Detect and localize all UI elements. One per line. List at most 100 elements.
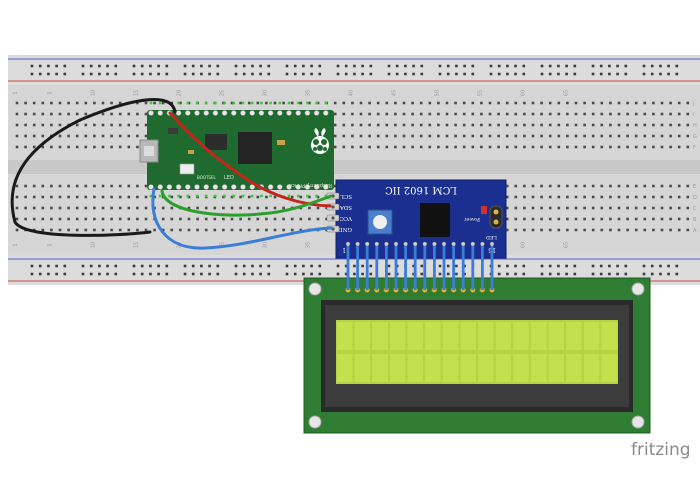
- breadboard-hole: [600, 134, 604, 138]
- breadboard-hole: [265, 228, 268, 232]
- rail-hole: [650, 264, 654, 268]
- breadboard-hole: [505, 123, 509, 127]
- breadboard-hole: [566, 123, 569, 127]
- rail-hole: [675, 272, 679, 276]
- rail-hole: [624, 72, 628, 76]
- rail-hole: [608, 64, 611, 68]
- breadboard-hole: [411, 123, 414, 127]
- breadboard-hole: [583, 195, 586, 199]
- rail-hole: [208, 272, 211, 276]
- breadboard-hole: [583, 101, 586, 105]
- rail-hole: [667, 64, 670, 68]
- breadboard-hole: [32, 101, 36, 105]
- rail-hole: [387, 264, 391, 268]
- rail-hole: [336, 72, 340, 76]
- breadboard-hole: [342, 134, 346, 138]
- breadboard-hole: [523, 195, 526, 199]
- breadboard-hole: [24, 145, 27, 149]
- breadboard-hole: [600, 217, 604, 221]
- rail-hole: [47, 72, 50, 76]
- lcd-char-cell: [407, 354, 423, 382]
- breadboard-hole: [359, 134, 363, 138]
- breadboard-hole: [454, 145, 457, 149]
- rail-hole: [157, 272, 160, 276]
- connected-hole: [250, 101, 254, 105]
- breadboard-hole: [153, 101, 156, 105]
- breadboard-hole: [557, 134, 561, 138]
- breadboard-hole: [239, 206, 242, 210]
- breadboard-hole: [15, 184, 19, 188]
- breadboard-hole: [686, 195, 690, 199]
- connected-hole: [158, 101, 162, 105]
- rail-hole: [149, 64, 152, 68]
- wire-red[interactable]: [168, 111, 332, 208]
- breadboard-hole: [677, 228, 681, 232]
- rail-hole: [30, 264, 34, 268]
- breadboard-hole: [161, 228, 165, 232]
- breadboard-hole: [548, 195, 552, 199]
- wire-blue[interactable]: [151, 187, 333, 250]
- rail-hole: [557, 64, 560, 68]
- column-number: 1: [13, 91, 19, 94]
- rail-hole: [114, 272, 118, 276]
- breadboard-hole: [557, 145, 561, 149]
- breadboard-hole: [660, 217, 664, 221]
- connected-hole: [204, 101, 208, 105]
- breadboard-hole: [583, 184, 586, 188]
- breadboard-hole: [93, 145, 96, 149]
- breadboard-hole: [505, 217, 509, 221]
- column-number: 10: [90, 242, 96, 248]
- breadboard-hole: [84, 145, 88, 149]
- rail-hole: [89, 264, 93, 268]
- breadboard-hole: [118, 123, 122, 127]
- column-number: 5: [47, 91, 53, 94]
- breadboard-hole: [153, 206, 156, 210]
- rail-hole: [438, 72, 442, 76]
- rail-hole: [514, 72, 517, 76]
- breadboard-hole: [282, 228, 285, 232]
- breadboard-hole: [574, 217, 578, 221]
- breadboard-hole: [359, 112, 363, 116]
- wire-green[interactable]: [160, 189, 333, 217]
- breadboard-hole: [58, 206, 62, 210]
- breadboard-hole: [428, 112, 432, 116]
- rail-hole: [149, 272, 152, 276]
- breadboard-hole: [643, 184, 647, 188]
- pico-pin-bottom: [313, 184, 320, 190]
- lcd-header-pin-top: [422, 241, 427, 247]
- breadboard-hole: [75, 184, 79, 188]
- breadboard-hole: [514, 217, 518, 221]
- breadboard-hole: [342, 101, 346, 105]
- breadboard-hole: [110, 145, 113, 149]
- rail-hole: [540, 272, 544, 276]
- breadboard-hole: [41, 145, 45, 149]
- rail-hole: [285, 272, 289, 276]
- breadboard-hole: [256, 195, 260, 199]
- rail-hole: [565, 272, 568, 276]
- breadboard-hole: [686, 206, 690, 210]
- lcd-header-pin-top: [441, 241, 447, 247]
- lcd-header-pin: [442, 242, 446, 290]
- row-letter: J: [692, 101, 694, 107]
- lcd-header-pin: [375, 242, 379, 290]
- breadboard-hole: [239, 101, 242, 105]
- breadboard-hole: [566, 145, 569, 149]
- connected-hole: [214, 194, 217, 198]
- rail-hole: [293, 64, 297, 68]
- breadboard-hole: [110, 123, 113, 127]
- breadboard-hole: [222, 217, 225, 221]
- breadboard-hole: [127, 195, 131, 199]
- breadboard-hole: [454, 112, 457, 116]
- wire-black[interactable]: [10, 98, 177, 237]
- rail-hole: [420, 64, 424, 68]
- breadboard-hole: [75, 123, 79, 127]
- breadboard-hole: [15, 217, 19, 221]
- breadboard-hole: [75, 145, 79, 149]
- wires: [10, 98, 333, 250]
- breadboard-hole: [548, 123, 552, 127]
- rail-hole: [165, 72, 169, 76]
- rail-hole: [455, 272, 458, 276]
- breadboard-hole: [437, 112, 440, 116]
- connected-hole: [232, 194, 236, 198]
- lcd-header-pin-top: [393, 241, 399, 247]
